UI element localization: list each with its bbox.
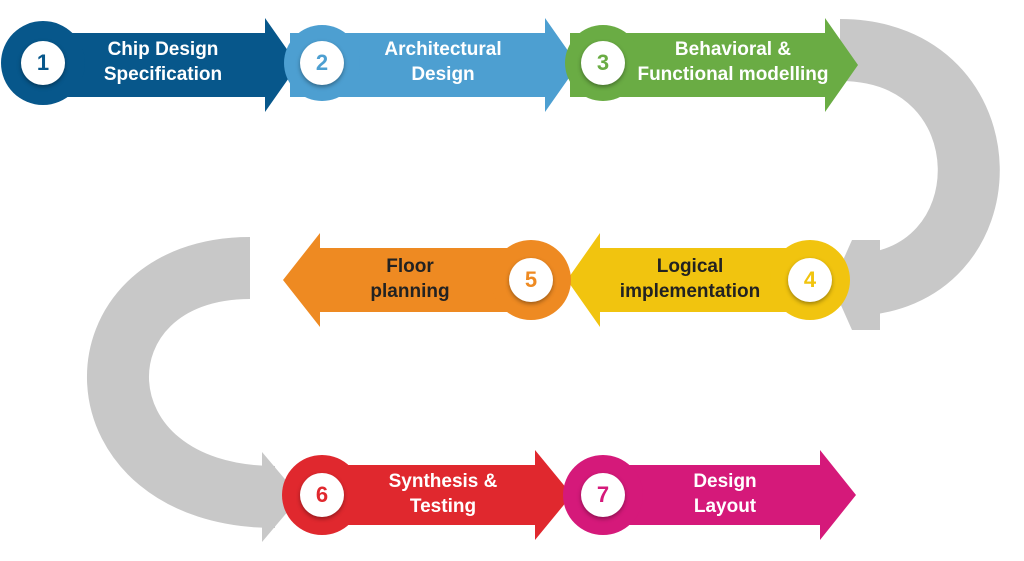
step-1-label-line1: Chip Design [107,39,219,60]
step-6-number: 6 [300,473,344,517]
step-3-number: 3 [581,41,625,85]
step-5-number: 5 [509,258,553,302]
step-6-label: Synthesis & Testing [360,469,526,519]
step-4-label-line1: Logical [656,256,724,277]
step-2-number: 2 [300,41,344,85]
step-6-label-line1: Synthesis & [388,471,498,492]
step-1-label-line2: Specification [103,64,223,85]
step-7-label: Design Layout [640,469,810,519]
step-5-label: Floor planning [330,254,490,304]
step-3-label-line1: Behavioral & [674,39,792,60]
step-4-number: 4 [788,258,832,302]
step-3-label: Behavioral & Functional modelling [630,37,836,87]
step-1-label: Chip Design Specification [82,37,244,87]
step-2-label-line1: Architectural [384,39,502,60]
connector-left-curve [87,237,276,528]
arrow-step-3 [570,18,858,112]
step-4-label: Logical implementation [602,254,778,304]
step-3-label-line2: Functional modelling [637,64,829,85]
step-4-label-line2: implementation [619,281,761,302]
step-2-label-line2: Design [411,64,475,85]
arrow-step-2 [290,18,578,112]
step-2-label: Architectural Design [360,37,526,87]
arrow-step-7 [580,450,856,540]
step-6-label-line2: Testing [409,496,477,517]
step-5-label-line1: Floor [386,256,434,277]
arrow-step-5 [283,233,530,327]
step-7-number: 7 [581,473,625,517]
step-1-number: 1 [21,41,65,85]
step-7-label-line1: Design [693,471,757,492]
connector-left-arrowhead [262,452,300,542]
connector-right-curve [838,19,1000,316]
arrow-step-1 [40,18,298,112]
step-7-label-line2: Layout [693,496,757,517]
step-5-label-line2: planning [370,281,450,302]
arrow-step-6 [300,450,572,540]
arrow-step-4 [567,233,810,327]
